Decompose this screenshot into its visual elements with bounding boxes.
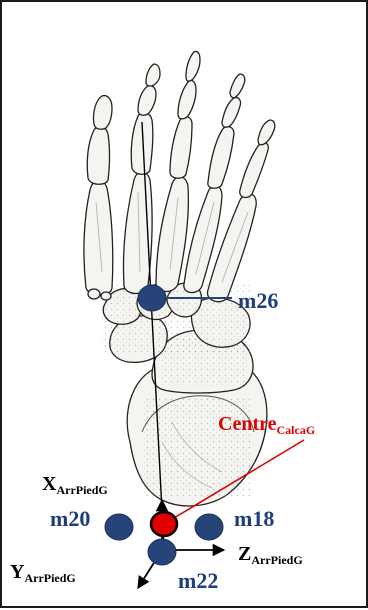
label-m18: m18	[234, 506, 274, 531]
phalanx-toe-3-distal	[186, 51, 200, 81]
phalanx-toe-3-proximal	[170, 117, 192, 179]
label-m26: m26	[238, 288, 278, 313]
phalanx-toe-5-proximal	[240, 143, 269, 198]
label-z-axis: ZArrPiedG	[238, 543, 303, 567]
label-y-axis: YArrPiedG	[10, 561, 76, 585]
phalanx-toe-3-middle	[178, 80, 196, 118]
marker-m26	[138, 285, 166, 311]
label-m22: m22	[178, 568, 218, 593]
label-m20: m20	[50, 506, 90, 531]
metatarsal-3	[156, 177, 188, 292]
phalanx-toe-4-proximal	[208, 127, 234, 189]
phalanx-toe-2-middle	[138, 85, 156, 115]
label-centre-calcag: CentreCalcaG	[218, 413, 315, 437]
label-x-axis: XArrPiedG	[42, 473, 108, 497]
marker-m22	[148, 539, 176, 565]
phalanx-toe-2-distal	[146, 64, 160, 86]
marker-m20	[105, 514, 133, 540]
phalanx-toe-1-proximal	[87, 127, 109, 185]
phalanx-toe-5-distal	[258, 120, 275, 145]
metatarsal-1	[84, 180, 113, 296]
phalanx-toe-2-proximal	[131, 113, 153, 175]
phalanx-toe-4-middle	[222, 97, 241, 127]
marker-m18	[195, 514, 223, 540]
foot-skeleton-illustration	[84, 51, 275, 505]
phalanx-toe-1-distal	[93, 96, 112, 130]
phalanx-toe-4-distal	[230, 74, 245, 98]
centre-calcaneus-marker	[151, 512, 177, 536]
